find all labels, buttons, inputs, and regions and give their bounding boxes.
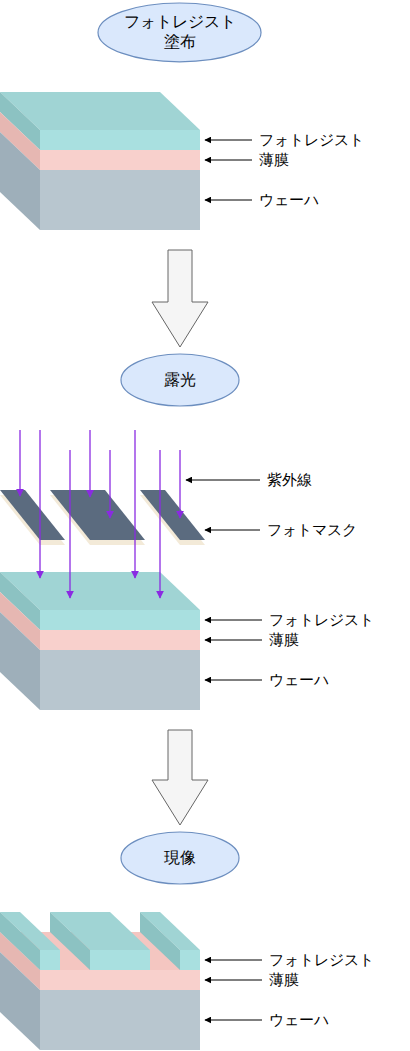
leader-line — [205, 680, 262, 681]
step-title: 露光 — [164, 370, 196, 390]
uv-ray — [69, 450, 70, 598]
leader-line — [205, 200, 252, 201]
part-label: 薄膜 — [258, 151, 290, 169]
leader-line — [205, 140, 252, 141]
part-label: ウェーハ — [268, 1011, 330, 1029]
resist-side — [0, 912, 40, 970]
leader-line — [205, 1020, 262, 1021]
resist-side — [50, 912, 90, 970]
process-step-ellipse: フォトレジスト 塗布 — [97, 2, 262, 63]
mask-plate — [50, 490, 145, 540]
wafer-front — [40, 990, 200, 1050]
wafer-stack — [0, 92, 200, 230]
uv-ray — [89, 430, 90, 497]
mask-plate — [140, 490, 205, 540]
wafer-stack — [0, 572, 200, 710]
part-label: 薄膜 — [268, 971, 300, 989]
wafer-side — [0, 952, 40, 1050]
flow-arrow — [152, 250, 208, 347]
flow-arrow — [152, 730, 208, 825]
leader-line — [205, 960, 262, 961]
ellipse-shape — [121, 832, 239, 884]
resist-front — [90, 950, 150, 970]
part-label: フォトマスク — [266, 521, 358, 539]
uv-ray — [109, 450, 110, 518]
step-title: 現像 — [164, 848, 196, 868]
uv-ray — [179, 450, 180, 518]
process-step-ellipse: 現像 — [120, 831, 240, 885]
part-label: フォトレジスト — [268, 611, 375, 629]
leader-lines — [186, 140, 262, 1020]
uv-ray — [159, 450, 160, 598]
leader-line — [205, 980, 262, 981]
leader-line — [186, 480, 260, 481]
resist-front — [40, 950, 60, 970]
leader-line — [205, 160, 252, 161]
uv-rays — [20, 430, 180, 598]
step-title: フォトレジスト 塗布 — [124, 12, 236, 52]
leader-line — [205, 640, 262, 641]
uv-ray — [19, 430, 20, 496]
part-label: 薄膜 — [268, 631, 300, 649]
leader-line — [205, 620, 262, 621]
part-label: ウェーハ — [268, 671, 330, 689]
uv-ray — [39, 430, 40, 578]
photomask — [0, 490, 205, 545]
ellipse-shape — [121, 354, 239, 406]
resist-front — [180, 950, 200, 970]
leader-line — [205, 530, 260, 531]
part-label: ウェーハ — [258, 191, 320, 209]
film-front — [40, 970, 200, 990]
process-step-ellipse: 露光 — [120, 353, 240, 407]
uv-ray — [134, 430, 135, 578]
developed-wafer — [0, 912, 200, 1050]
resist-side — [140, 912, 180, 970]
ellipse-shape — [98, 3, 261, 62]
part-label: フォトレジスト — [258, 131, 365, 149]
part-label: 紫外線 — [266, 471, 313, 489]
part-label: フォトレジスト — [268, 951, 375, 969]
